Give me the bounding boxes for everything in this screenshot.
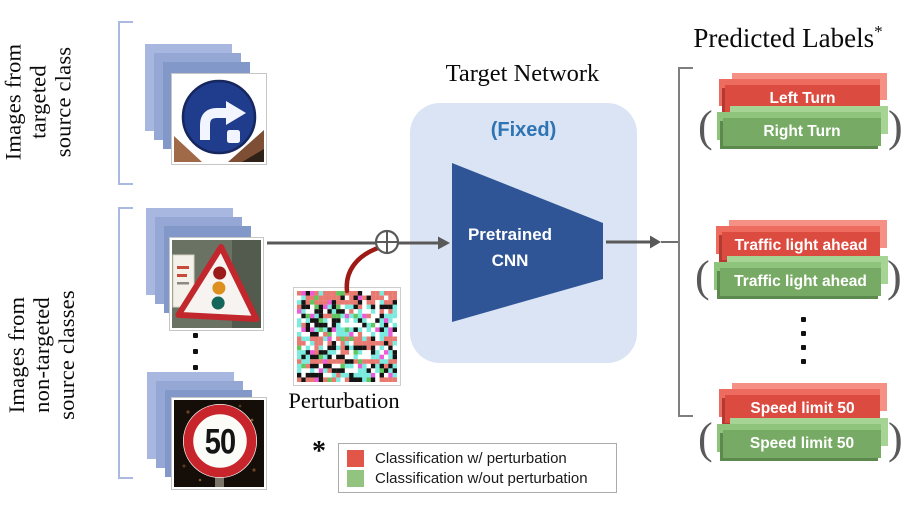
- target-network-title: Target Network: [445, 60, 600, 87]
- label-with-perturbation: Traffic light ahead: [716, 220, 887, 260]
- fixed-label: (Fixed): [490, 119, 557, 141]
- predicted-labels-title: Predicted Labels*: [693, 22, 883, 53]
- ellipsis-dots-left: [193, 333, 198, 370]
- paren-close: ): [887, 252, 902, 301]
- green-swatch-icon: [347, 469, 364, 487]
- traffic-light-image-stack: [146, 208, 276, 338]
- speed-limit-image-stack: 50: [147, 372, 277, 497]
- legend-footnote-marker: *: [312, 436, 326, 467]
- perturbation-noise-image: [293, 287, 401, 386]
- predictions-bracket: [678, 67, 693, 417]
- non-targeted-group-bracket: [118, 207, 133, 479]
- label-line: non-targeted: [29, 297, 55, 413]
- speed-limit-50-sign-icon: 50: [172, 398, 266, 489]
- label-without-perturbation: Right Turn: [717, 106, 888, 146]
- non-targeted-source-classes-label: Images from non-targeted source classes: [4, 210, 88, 500]
- paren-open: (: [695, 252, 710, 301]
- oplus-icon: [374, 229, 400, 255]
- label-line: source class: [50, 46, 76, 158]
- pretrained-cnn-label: Pretrained CNN: [467, 225, 553, 270]
- speed-limit-number: 50: [205, 422, 236, 461]
- paren-close: ): [888, 414, 903, 463]
- label-without-perturbation: Traffic light ahead: [714, 256, 888, 296]
- legend-item: Classification w/out perturbation: [347, 469, 608, 487]
- label-line: targeted: [25, 65, 51, 139]
- paren-open: (: [698, 102, 713, 151]
- right-turn-sign-icon: [172, 74, 266, 164]
- footnote-marker: *: [874, 22, 883, 41]
- legend: Classification w/ perturbation Classific…: [338, 443, 617, 493]
- paren-open: (: [698, 414, 713, 463]
- perturbation-label: Perturbation: [288, 388, 400, 413]
- paren-close: ): [888, 102, 903, 151]
- perturbation-curve: [344, 244, 384, 294]
- legend-item: Classification w/ perturbation: [347, 449, 608, 467]
- label-line: source classes: [54, 290, 80, 420]
- targeted-group-bracket: [118, 21, 133, 185]
- red-swatch-icon: [347, 449, 364, 467]
- targeted-source-class-label: Images from targeted source class: [1, 10, 81, 195]
- label-without-perturbation: Speed limit 50: [717, 418, 888, 458]
- targeted-image-stack: [145, 44, 275, 169]
- cnn-trapezoid: [452, 163, 603, 322]
- traffic-light-ahead-sign-icon: [170, 238, 263, 330]
- label-line: Images from: [0, 43, 26, 161]
- label-line: Images from: [4, 296, 29, 414]
- ellipsis-dots-right: [801, 317, 806, 364]
